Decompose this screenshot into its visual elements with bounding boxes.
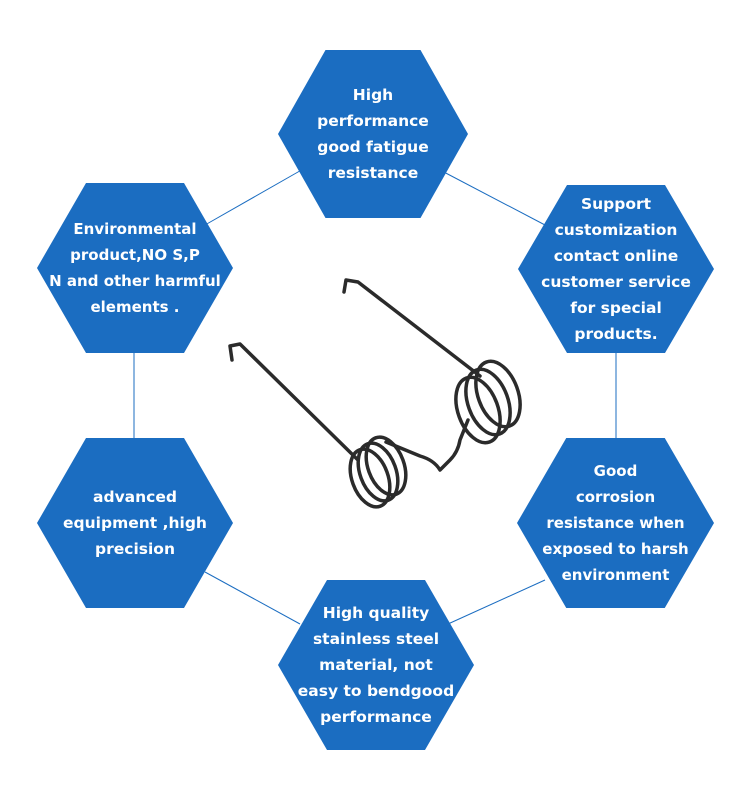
feature-text-environmental: Environmental product,NO S,P N and other… xyxy=(49,220,221,316)
connector-lower-right-bottom xyxy=(447,579,546,625)
feature-text-stainless-steel: High quality stainless steel material, n… xyxy=(297,604,455,726)
torsion-spring-icon xyxy=(228,278,522,509)
connector-upper-left-top xyxy=(204,167,306,226)
feature-hex-customization: Support customization contact online cus… xyxy=(518,185,714,353)
connector-bottom-lower-left xyxy=(204,571,301,625)
connector-top-upper-right xyxy=(439,169,546,226)
spring-right-coil xyxy=(454,359,522,445)
spring-right-arm xyxy=(342,278,482,378)
spring-bridge xyxy=(384,418,470,472)
feature-text-high-performance: High performance good fatigue resistance xyxy=(317,86,429,182)
feature-text-corrosion-resistance: Good corrosion resistance when exposed t… xyxy=(542,462,689,584)
spring-left-arm xyxy=(228,342,360,462)
feature-text-advanced-equipment: advanced equipment ,high precision xyxy=(63,488,207,558)
spring-left-coil xyxy=(348,435,408,509)
feature-text-customization: Support customization contact online cus… xyxy=(541,195,691,343)
